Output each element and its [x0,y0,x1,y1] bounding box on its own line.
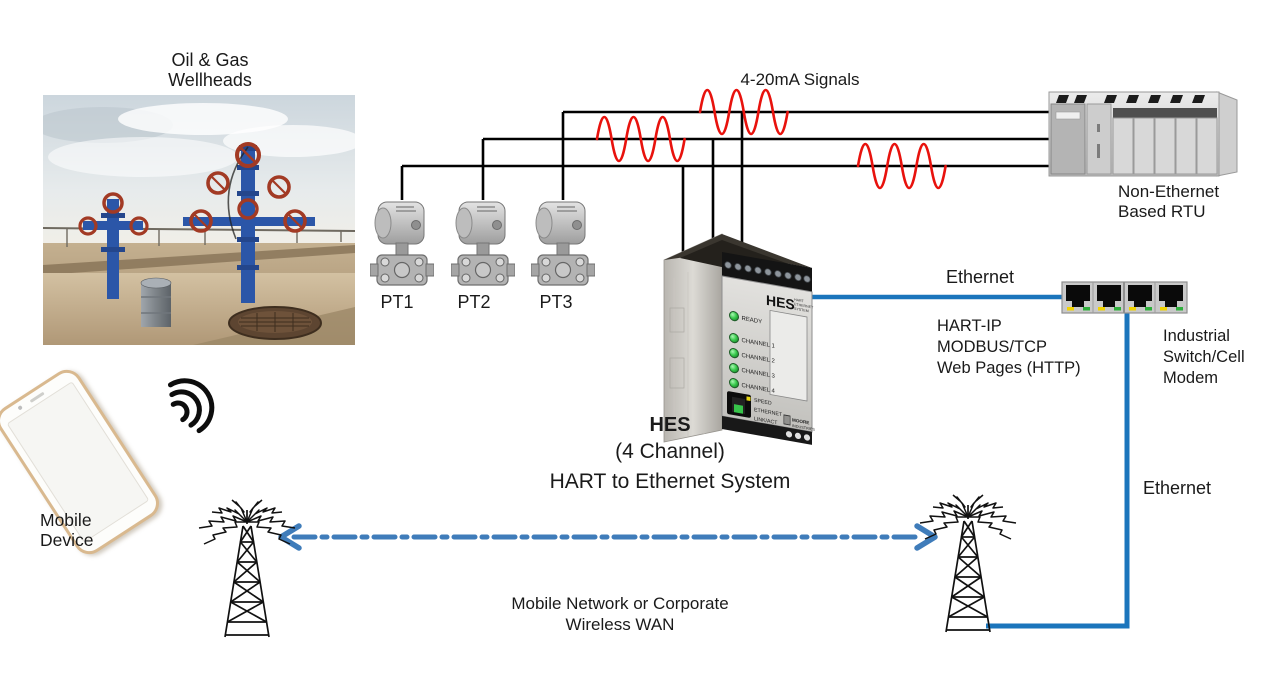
svg-text:INDUSTRIES: INDUSTRIES [792,424,815,432]
hes-caption-description: HART to Ethernet System [549,470,791,493]
wellheads-photo [43,95,355,345]
sine-wave-bottom [856,142,947,190]
hes-device: HES HART ETHERNET SYSTEM READY CHANNEL 1… [663,233,815,445]
mobile-device-label: Mobile Device [40,510,94,550]
hes-base [722,416,812,445]
pt1-label: PT1 [380,292,414,312]
hes-caption: HES (4 Channel) HART to Ethernet System [515,413,825,497]
wan-label: Mobile Network or Corporate Wireless WAN [511,594,729,634]
analog-signal-waves [595,88,947,190]
pt2-transmitter [451,201,515,286]
signal-wire-bus [400,110,1051,256]
protocols-label: HART-IP MODBUS/TCP Web Pages (HTTP) [937,317,1081,377]
wellhead-main [183,142,315,303]
brand-logo: MOORE INDUSTRIES [783,414,815,432]
cell-tower-left [198,499,296,638]
signals-label: 4-20mA Signals [740,70,860,89]
ready-led [729,311,739,322]
ethernet-right-label: Ethernet [1143,478,1212,498]
rtu-device [1048,91,1238,177]
wan-arrow-right [914,523,938,551]
channel2-led [729,348,739,359]
svg-text:SYSTEM: SYSTEM [794,307,809,314]
ethernet-port [727,391,751,418]
channel3-led [729,363,739,374]
sine-wave-middle [595,115,686,163]
wan-link [278,523,938,551]
ready-led-label: READY [742,316,763,326]
barrel [140,277,172,327]
pt3-transmitter [531,201,595,286]
svg-text:ETHERNET: ETHERNET [794,302,814,310]
switch-label: Industrial Switch/Cell Modem [1163,327,1245,387]
channel1-led [729,333,739,344]
wireless-signal-icon [167,378,215,434]
hes-logo: HES [766,292,795,313]
channel3-led-label: CHANNEL 3 [742,368,776,380]
rj45-ports [1066,285,1183,307]
port-label-ethernet: ETHERNET [754,407,783,418]
svg-text:MOORE: MOORE [792,417,809,425]
ethernet-links [812,294,1130,629]
hes-caption-title: HES [649,414,691,436]
hes-caption-subtitle: (4 Channel) [615,440,725,463]
channel2-led-label: CHANNEL 2 [742,353,776,365]
wellhead-small [78,192,149,299]
rtu-label: Non-Ethernet Based RTU [1118,182,1220,221]
channel4-led-label: CHANNEL 4 [742,383,776,395]
svg-text:HART: HART [794,298,804,304]
port-label-speed: SPEED [754,398,772,407]
pt3-label: PT3 [539,292,573,312]
hes-logo-sub: HART ETHERNET SYSTEM [794,298,814,314]
hes-label-area [769,309,808,402]
ethernet-link-switch-tower [986,313,1130,629]
phone-camera [17,405,23,411]
ethernet-switch [1061,281,1188,314]
wan-arrow-left [278,523,302,551]
ethernet-top-label: Ethernet [946,267,1015,287]
manhole-cover [228,306,322,340]
channel4-led [729,378,739,389]
port-label-linkact: LINK/ACT [754,416,778,426]
sine-wave-top [698,88,789,136]
channel1-led-label: CHANNEL 1 [742,338,776,350]
pt1-transmitter [370,201,434,286]
cell-tower-right [919,494,1017,633]
pt2-label: PT2 [457,292,491,312]
wellheads-label: Oil & Gas Wellheads [168,50,252,90]
